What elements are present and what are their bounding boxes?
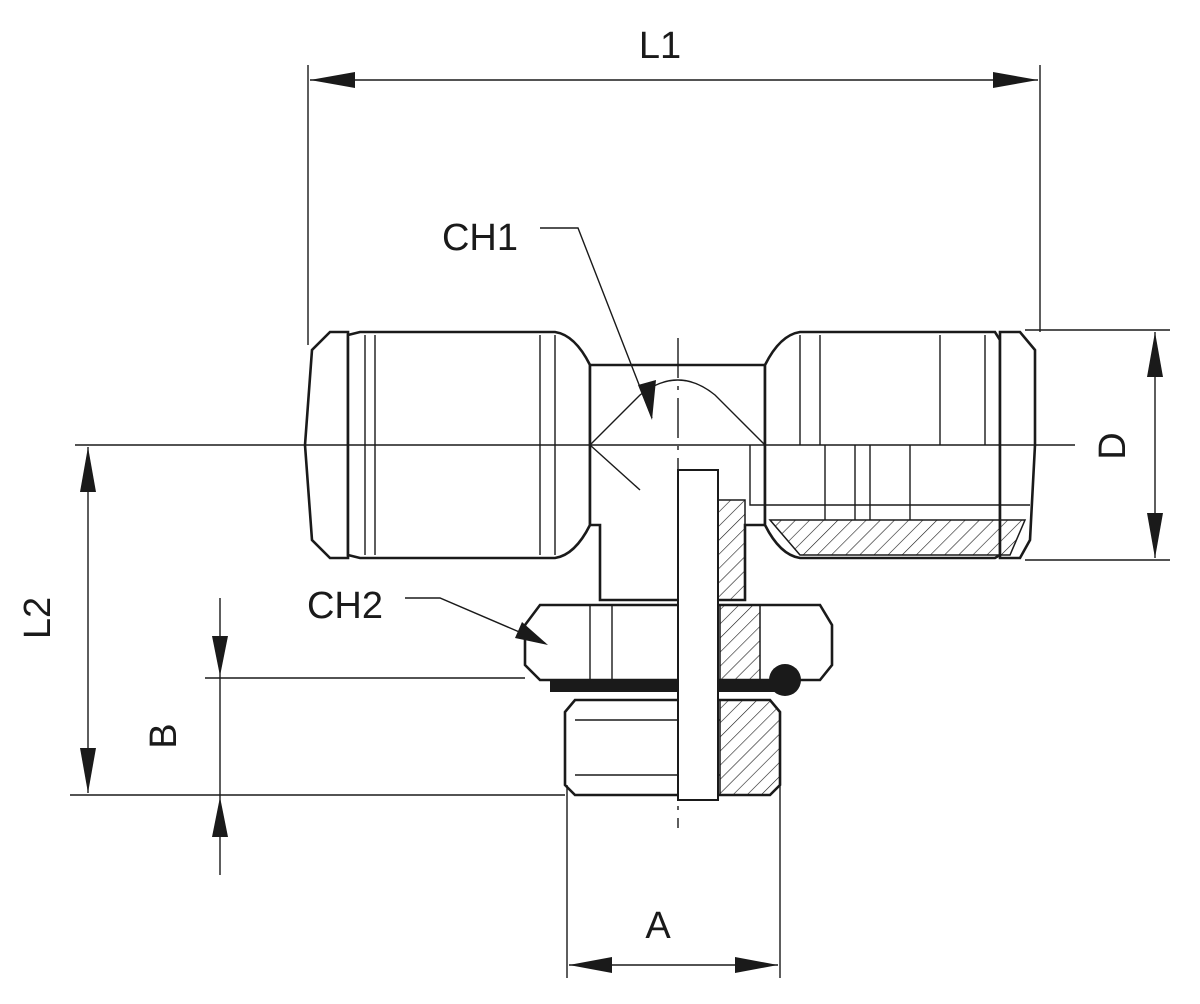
label-A: A bbox=[645, 905, 671, 947]
label-L2: L2 bbox=[17, 597, 59, 639]
dimension-L1: L1 bbox=[307, 25, 1041, 345]
label-D: D bbox=[1092, 432, 1134, 459]
dimension-L2: L2 bbox=[17, 447, 565, 796]
label-CH1: CH1 bbox=[442, 217, 518, 259]
dimension-B: B bbox=[143, 598, 525, 875]
dimension-A: A bbox=[566, 785, 781, 978]
leader-CH2: CH2 bbox=[307, 585, 548, 645]
dimension-D: D bbox=[1025, 329, 1170, 561]
tee-body bbox=[303, 330, 1037, 602]
label-CH2: CH2 bbox=[307, 585, 383, 627]
leader-CH1: CH1 bbox=[442, 217, 656, 420]
label-L1: L1 bbox=[639, 25, 681, 67]
label-B: B bbox=[143, 723, 185, 748]
thread-stem bbox=[563, 469, 782, 801]
